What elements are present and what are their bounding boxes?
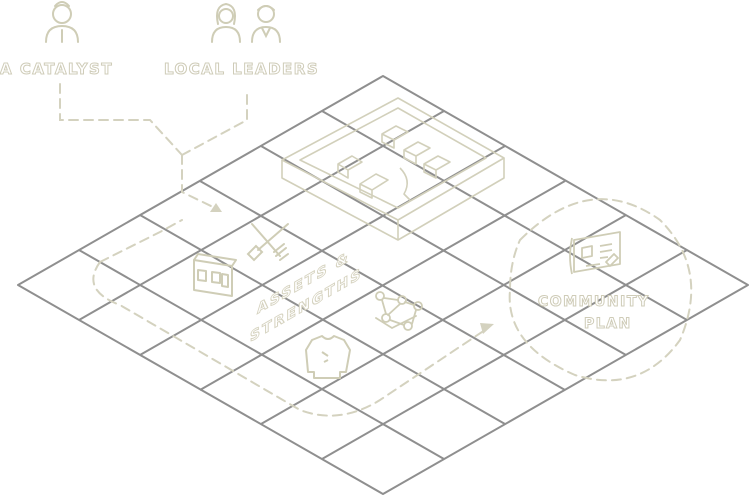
arrow-down-path: [181, 154, 216, 209]
local-leader-man-icon: [251, 5, 281, 43]
catalyst-person-icon: [45, 1, 79, 43]
local-leader-woman-icon: [211, 2, 241, 43]
sweater-icon: [305, 335, 351, 379]
buildings-block-icon: [281, 97, 505, 241]
storefront-icon: [193, 253, 237, 297]
network-nodes-icon: [375, 291, 423, 331]
shovel-rake-icon: [246, 223, 289, 262]
community-plan-label-line1: COMMUNITY: [538, 294, 650, 311]
arrowhead-plan: [480, 323, 494, 334]
grid-outline: [17, 75, 749, 495]
arrowheads: [210, 203, 494, 334]
catalyst-label: A CATALYST: [0, 60, 114, 79]
arrowhead-catalyst: [210, 203, 222, 212]
catalyst-connector: [59, 83, 183, 156]
isometric-grid: [17, 75, 749, 495]
plan-board-icon: [569, 231, 621, 275]
leaders-connector: [181, 94, 248, 156]
grid-line: [78, 249, 445, 460]
community-ellipse: [508, 198, 693, 382]
community-plan-label-line2: PLAN: [584, 316, 632, 333]
grid-line: [321, 110, 688, 321]
dashed-connectors: [59, 83, 693, 417]
local-leaders-label: LOCAL LEADERS: [163, 60, 320, 79]
grid-line: [199, 180, 566, 391]
assets-loop-path: [92, 219, 486, 417]
grid-line: [139, 214, 506, 425]
